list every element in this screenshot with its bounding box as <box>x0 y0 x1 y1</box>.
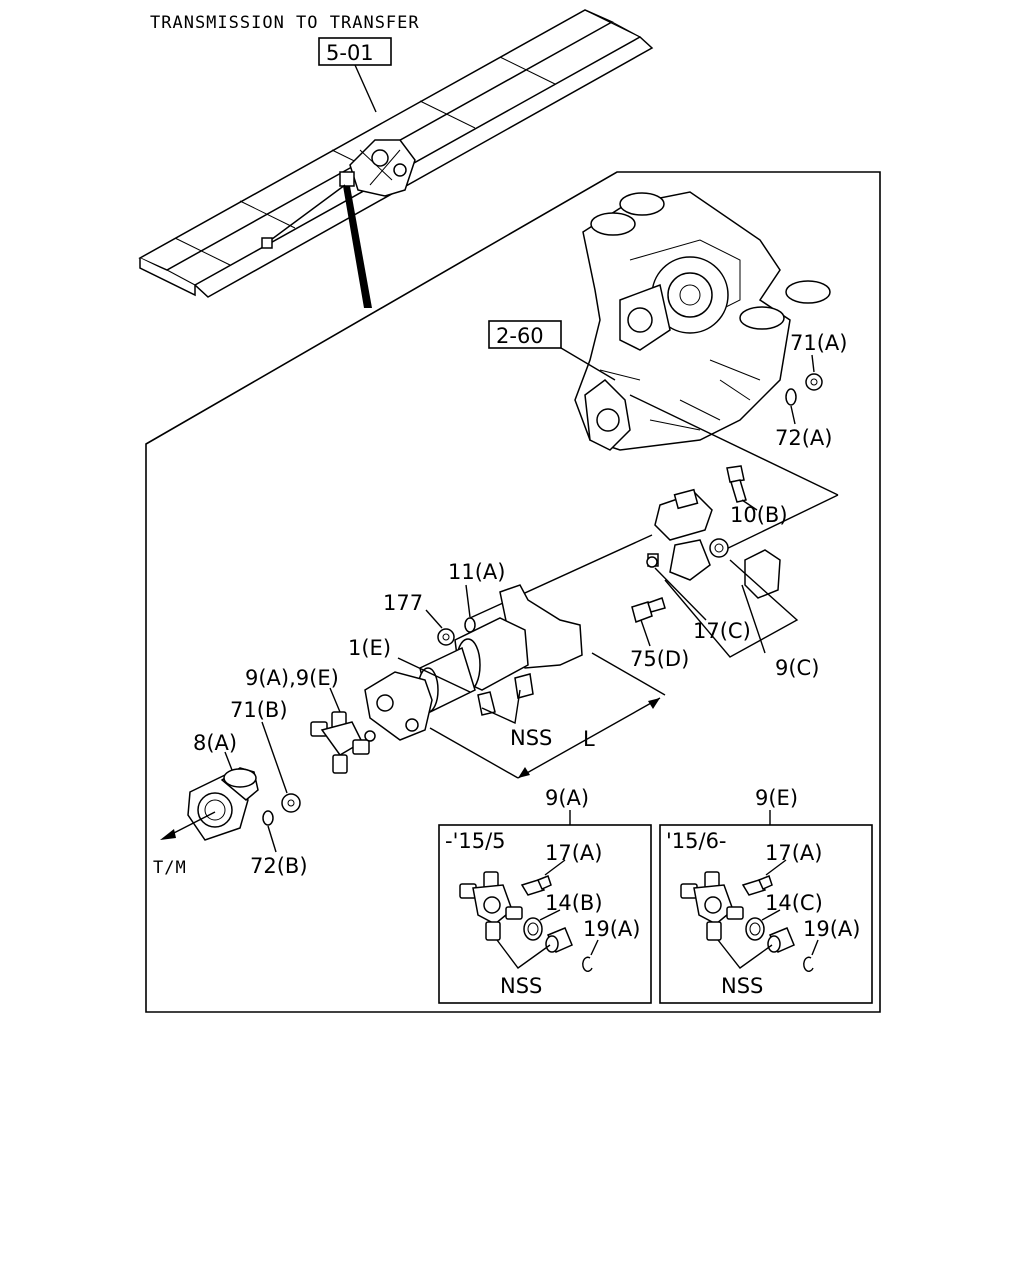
vehicle-frame-illustration <box>138 9 654 308</box>
inset-9a-nss: NSS <box>500 974 542 998</box>
ref-label-2-60: 2-60 <box>496 324 544 348</box>
flange-8a[interactable] <box>187 767 259 841</box>
callout-length-l: L <box>583 727 595 751</box>
inset-9a-callout-17: 17(A) <box>545 841 602 865</box>
callout-72a: 72(A) <box>775 426 832 450</box>
inset-9a-callout-14: 14(B) <box>545 891 603 915</box>
diagram-title: TRANSMISSION TO TRANSFER <box>150 13 420 33</box>
callout-1e: 1(E) <box>348 636 391 660</box>
grease-fitting-17c[interactable] <box>646 556 658 568</box>
propeller-shaft[interactable] <box>364 584 583 741</box>
callout-11a: 11(A) <box>448 560 505 584</box>
nut-71a[interactable] <box>805 373 823 391</box>
transfer-case-illustration[interactable] <box>574 191 831 451</box>
nut-177[interactable] <box>437 628 455 646</box>
u-joint-9a-9e[interactable] <box>310 711 376 774</box>
inset-9e-callout-14: 14(C) <box>765 891 823 915</box>
inset-9a-spider[interactable] <box>459 871 523 941</box>
inset-9e-spider[interactable] <box>680 871 744 941</box>
callout-72b: 72(B) <box>250 854 308 878</box>
callout-nss-main: NSS <box>510 726 552 750</box>
bolt-10b[interactable] <box>726 465 747 503</box>
inset-9e-callout-17: 17(A) <box>765 841 822 865</box>
washer-72a[interactable] <box>785 388 797 406</box>
inset-9a-callout-19: 19(A) <box>583 917 640 941</box>
u-joint-9c[interactable] <box>647 488 781 599</box>
inset-9e-nss: NSS <box>721 974 763 998</box>
callout-9c: 9(C) <box>775 656 819 680</box>
inset-9a-grease-fitting[interactable] <box>520 875 552 896</box>
nut-71b[interactable] <box>281 793 301 813</box>
washer-11a[interactable] <box>464 617 476 633</box>
callout-71a: 71(A) <box>790 331 847 355</box>
label-tm: T/M <box>153 858 187 878</box>
inset-9e-title: 9(E) <box>755 786 798 810</box>
ref-box-2-60[interactable]: 2-60 <box>488 320 562 349</box>
callout-10b: 10(B) <box>730 503 788 527</box>
callout-17c: 17(C) <box>693 619 751 643</box>
inset-9e-date-range: '15/6- <box>666 829 727 853</box>
bolt-75d[interactable] <box>631 597 666 623</box>
callout-75d: 75(D) <box>630 647 689 671</box>
inset-9e-bearing-cup[interactable] <box>767 927 795 953</box>
inset-9a-bearing-cup[interactable] <box>545 927 573 953</box>
ref-box-5-01[interactable]: 5-01 <box>318 37 392 66</box>
inset-9e-grease-fitting[interactable] <box>741 875 773 896</box>
inset-9a-title: 9(A) <box>545 786 589 810</box>
inset-9e: '15/6- 17(A) 14(C) 19(A) <box>659 824 873 1004</box>
callout-9a-9e: 9(A),9(E) <box>245 666 339 690</box>
ref-label-5-01: 5-01 <box>326 41 374 65</box>
inset-9e-seal[interactable] <box>745 917 765 941</box>
inset-9a: -'15/5 17(A) 14(B) 19(A) <box>438 824 652 1004</box>
inset-9a-snap-ring[interactable] <box>582 956 593 972</box>
callout-71b: 71(B) <box>230 698 288 722</box>
callout-177: 177 <box>383 591 423 615</box>
washer-72b[interactable] <box>262 810 274 826</box>
inset-9e-snap-ring[interactable] <box>803 956 814 972</box>
detail-frame <box>145 171 881 1013</box>
callout-8a: 8(A) <box>193 731 237 755</box>
inset-9a-date-range: -'15/5 <box>445 829 506 853</box>
inset-9a-seal[interactable] <box>523 917 543 941</box>
inset-9e-callout-19: 19(A) <box>803 917 860 941</box>
